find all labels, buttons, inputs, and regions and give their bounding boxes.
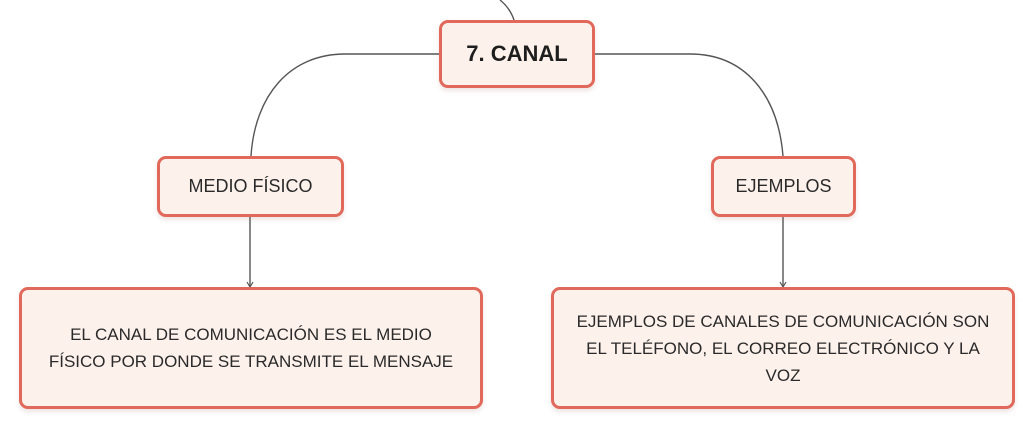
connector-root-to-medio [250,53,439,157]
connector-incoming [499,0,515,21]
medio-fisico-label: MEDIO FÍSICO [188,176,313,196]
root-node[interactable]: 7. CANAL [439,20,595,88]
medio-fisico-detail-node[interactable]: EL CANAL DE COMUNICACIÓN ES EL MEDIO FÍS… [19,287,483,409]
medio-fisico-node[interactable]: MEDIO FÍSICO [157,156,344,217]
ejemplos-label: EJEMPLOS [735,176,832,196]
ejemplos-detail-text: EJEMPLOS DE CANALES DE COMUNICACIÓN SON … [576,311,990,385]
ejemplos-node[interactable]: EJEMPLOS [711,156,856,217]
root-node-label: 7. CANAL [466,41,568,66]
connector-root-to-ejemplos [595,53,784,157]
ejemplos-detail-node[interactable]: EJEMPLOS DE CANALES DE COMUNICACIÓN SON … [551,287,1015,409]
medio-fisico-detail-text: EL CANAL DE COMUNICACIÓN ES EL MEDIO FÍS… [48,325,454,371]
